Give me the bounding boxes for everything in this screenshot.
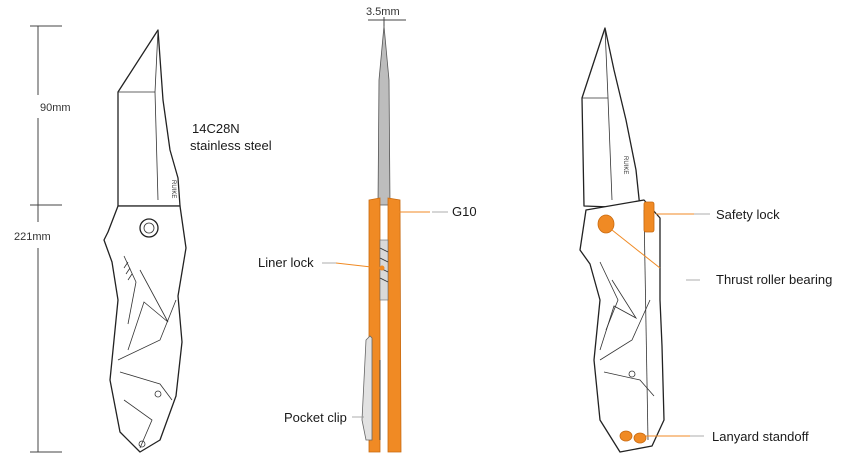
- blade-length-label: 90mm: [40, 102, 71, 114]
- liner-lock-label: Liner lock: [258, 255, 314, 270]
- knife-spine-view: 3.5mm: [361, 6, 406, 453]
- lanyard-standoff: [619, 430, 633, 442]
- pocket-clip: [361, 335, 373, 441]
- thrust-bearing-label: Thrust roller bearing: [716, 272, 832, 287]
- g10-label: G10: [452, 204, 477, 219]
- brand-mark-left: RUIKE: [170, 180, 176, 198]
- brand-mark-right: RUIKE: [622, 156, 628, 174]
- safety-lock-label: Safety lock: [716, 207, 780, 222]
- blade-right: [581, 27, 641, 209]
- thickness-label: 3.5mm: [366, 6, 400, 18]
- lanyard-label: Lanyard standoff: [712, 429, 809, 444]
- overall-length-label: 221mm: [14, 231, 51, 243]
- pocket-clip-label: Pocket clip: [284, 410, 347, 425]
- thrust-bearing: [597, 214, 615, 234]
- dimension-lines: [30, 25, 62, 453]
- steel-type-label: stainless steel: [190, 138, 272, 153]
- steel-label: 14C28N: [192, 121, 240, 136]
- handle-scale-back: [387, 197, 402, 453]
- blade-left: [117, 29, 181, 207]
- blade-spine: [377, 25, 391, 206]
- knife-angled-view-right: RUIKE: [579, 27, 665, 453]
- safety-lock: [643, 201, 655, 233]
- knife-side-view-left: RUIKE: [103, 29, 187, 453]
